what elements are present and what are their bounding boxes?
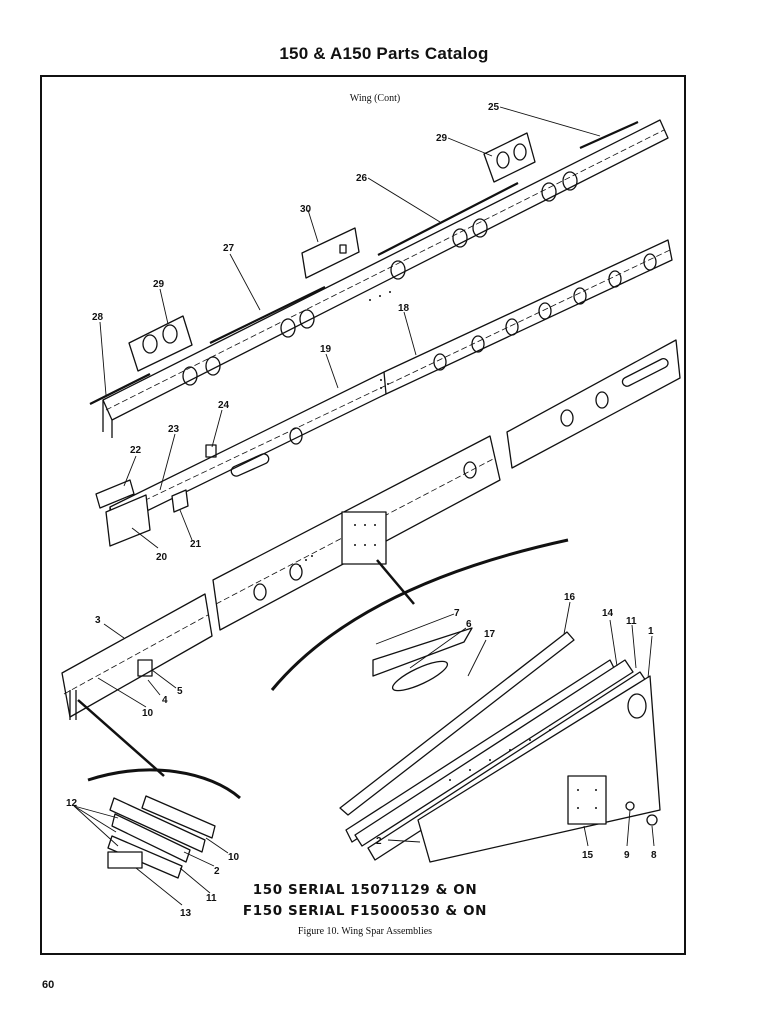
callout-11: 11 (626, 616, 637, 627)
callout-4: 4 (162, 695, 168, 706)
spar-26 (102, 119, 669, 438)
callout-7: 7 (454, 608, 460, 619)
callout-29-lower: 29 (153, 279, 165, 290)
doubler-30 (301, 227, 360, 279)
callout-14: 14 (602, 608, 614, 619)
callout-6: 6 (466, 619, 472, 630)
spar-lower (212, 435, 501, 631)
callout-18: 18 (398, 303, 410, 314)
spar-right-assembly (339, 627, 661, 863)
callout-16: 16 (564, 592, 576, 603)
callout-22: 22 (130, 445, 142, 456)
callout-3: 3 (95, 615, 101, 626)
serial-line-2: F150 SERIAL F15000530 & ON (242, 903, 488, 919)
callout-23: 23 (168, 424, 180, 435)
figure-frame (40, 75, 686, 955)
callout-20: 20 (156, 552, 168, 563)
callout-25: 25 (488, 102, 500, 113)
callout-29: 29 (436, 133, 448, 144)
callout-28: 28 (92, 312, 104, 323)
serial-line-1: 150 SERIAL 15071129 & ON (252, 882, 478, 898)
callout-21: 21 (190, 539, 202, 550)
callout-12: 12 (66, 798, 78, 809)
detail-inset (107, 795, 216, 879)
callout-17: 17 (484, 629, 496, 640)
callout-19: 19 (320, 344, 332, 355)
callout-13: 13 (180, 908, 192, 919)
callout-8: 8 (651, 850, 657, 861)
callout-27: 27 (223, 243, 235, 254)
spar-left (61, 593, 213, 720)
spar-outboard (506, 339, 681, 469)
callout-30: 30 (300, 204, 312, 215)
callout-24: 24 (218, 400, 230, 411)
doubler-29-lower (128, 315, 193, 372)
page-number: 60 (42, 979, 55, 991)
callout-26: 26 (356, 173, 368, 184)
figure-caption: Figure 10. Wing Spar Assemblies (297, 926, 433, 937)
callout-11-detail: 11 (206, 893, 217, 904)
page-title: 150 & A150 Parts Catalog (279, 44, 489, 63)
callout-10-detail: 10 (228, 852, 240, 863)
callout-2-detail: 2 (214, 866, 220, 877)
callout-10: 10 (142, 708, 154, 719)
spar-18-19 (109, 239, 673, 540)
section-label: Wing (Cont) (349, 93, 401, 104)
callout-15: 15 (582, 850, 594, 861)
doubler-29-upper (483, 132, 536, 183)
callout-1: 1 (648, 626, 654, 637)
callout-2: 2 (376, 836, 382, 847)
callout-5: 5 (177, 686, 183, 697)
callout-9: 9 (624, 850, 630, 861)
